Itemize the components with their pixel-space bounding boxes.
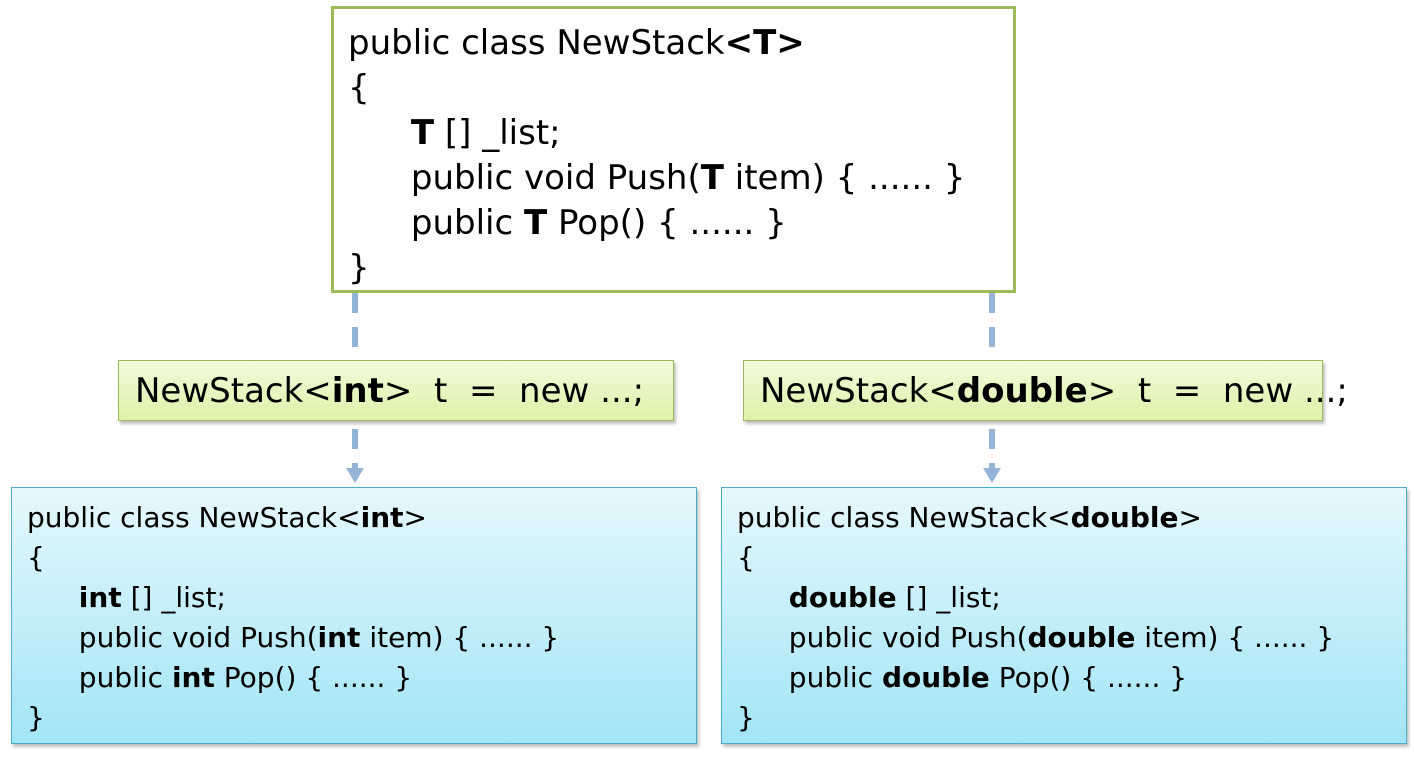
concrete-int-header-type: int bbox=[360, 501, 404, 534]
concrete-int-field-line: int [] _list; bbox=[27, 578, 696, 618]
concrete-double-header-prefix: public class NewStack< bbox=[737, 501, 1071, 534]
declaration-int-line: NewStack<int> t = new ...; bbox=[135, 361, 673, 421]
concrete-int-push-type: int bbox=[317, 621, 361, 654]
concrete-int-class-box: public class NewStack<int> { int [] _lis… bbox=[11, 487, 697, 744]
concrete-int-pop-rest: Pop() { ...... } bbox=[214, 661, 413, 694]
generic-field-type: T bbox=[410, 113, 435, 153]
concrete-double-push-prefix: public void Push( bbox=[788, 621, 1028, 654]
concrete-double-header: public class NewStack<double> bbox=[737, 498, 1406, 538]
concrete-int-open-brace: { bbox=[27, 541, 45, 574]
concrete-double-field-rest: [] _list; bbox=[896, 581, 1001, 614]
declaration-int-box: NewStack<int> t = new ...; bbox=[118, 360, 674, 421]
generic-class-header: public class NewStack<T> bbox=[348, 21, 1013, 66]
generic-field-line: T [] _list; bbox=[348, 111, 1013, 156]
concrete-double-class-box: public class NewStack<double> { double [… bbox=[721, 487, 1407, 744]
concrete-int-header: public class NewStack<int> bbox=[27, 498, 696, 538]
concrete-int-push-rest: item) { ...... } bbox=[360, 621, 560, 654]
concrete-double-push-type: double bbox=[1027, 621, 1136, 654]
concrete-int-header-suffix: > bbox=[403, 501, 427, 534]
concrete-double-open-brace: { bbox=[737, 541, 755, 574]
generic-class-box: public class NewStack<T> { T [] _list; p… bbox=[331, 6, 1016, 293]
declaration-int-type: int bbox=[331, 371, 384, 411]
concrete-int-push-prefix: public void Push( bbox=[78, 621, 318, 654]
concrete-double-pop-type: double bbox=[881, 661, 990, 694]
concrete-int-pop-prefix: public bbox=[78, 661, 172, 694]
concrete-double-push-line: public void Push(double item) { ...... } bbox=[737, 618, 1406, 658]
concrete-double-push-rest: item) { ...... } bbox=[1135, 621, 1335, 654]
arrowhead-double bbox=[983, 468, 1001, 483]
declaration-double-box: NewStack<double> t = new ...; bbox=[743, 360, 1348, 421]
concrete-int-close-brace: } bbox=[27, 701, 45, 734]
declaration-double-suffix: > t = new ...; bbox=[1087, 371, 1348, 411]
declaration-int-suffix: > t = new ...; bbox=[383, 371, 645, 411]
declaration-double-type: double bbox=[956, 371, 1088, 411]
declaration-double-prefix: NewStack< bbox=[760, 371, 957, 411]
concrete-int-header-prefix: public class NewStack< bbox=[27, 501, 361, 534]
concrete-double-header-suffix: > bbox=[1178, 501, 1202, 534]
generic-pop-type: T bbox=[524, 203, 548, 243]
declaration-double-line: NewStack<double> t = new ...; bbox=[760, 361, 1348, 421]
concrete-int-pop-type: int bbox=[171, 661, 215, 694]
generic-close-brace: } bbox=[348, 248, 370, 288]
generic-push-type: T bbox=[700, 158, 724, 198]
concrete-int-field-rest: [] _list; bbox=[121, 581, 226, 614]
generic-push-prefix: public void Push( bbox=[410, 158, 701, 198]
generic-push-line: public void Push(T item) { ...... } bbox=[348, 156, 1013, 201]
concrete-double-field-type: double bbox=[788, 581, 897, 614]
concrete-double-field-line: double [] _list; bbox=[737, 578, 1406, 618]
concrete-int-pop-line: public int Pop() { ...... } bbox=[27, 658, 696, 698]
concrete-double-close-brace: } bbox=[737, 701, 755, 734]
concrete-double-header-type: double bbox=[1070, 501, 1179, 534]
generic-class-header-text: public class NewStack bbox=[348, 23, 725, 63]
concrete-double-pop-rest: Pop() { ...... } bbox=[989, 661, 1188, 694]
arrowhead-int bbox=[346, 468, 364, 483]
concrete-int-push-line: public void Push(int item) { ...... } bbox=[27, 618, 696, 658]
concrete-int-field-type: int bbox=[78, 581, 122, 614]
generic-pop-line: public T Pop() { ...... } bbox=[348, 201, 1013, 246]
concrete-double-pop-line: public double Pop() { ...... } bbox=[737, 658, 1406, 698]
generic-field-rest: [] _list; bbox=[434, 113, 561, 153]
generic-pop-rest: Pop() { ...... } bbox=[547, 203, 787, 243]
generic-type-param: <T> bbox=[724, 23, 805, 63]
generic-open-brace: { bbox=[348, 68, 370, 108]
generic-push-rest: item) { ...... } bbox=[723, 158, 966, 198]
declaration-int-prefix: NewStack< bbox=[135, 371, 332, 411]
concrete-double-pop-prefix: public bbox=[788, 661, 882, 694]
generic-pop-prefix: public bbox=[410, 203, 524, 243]
